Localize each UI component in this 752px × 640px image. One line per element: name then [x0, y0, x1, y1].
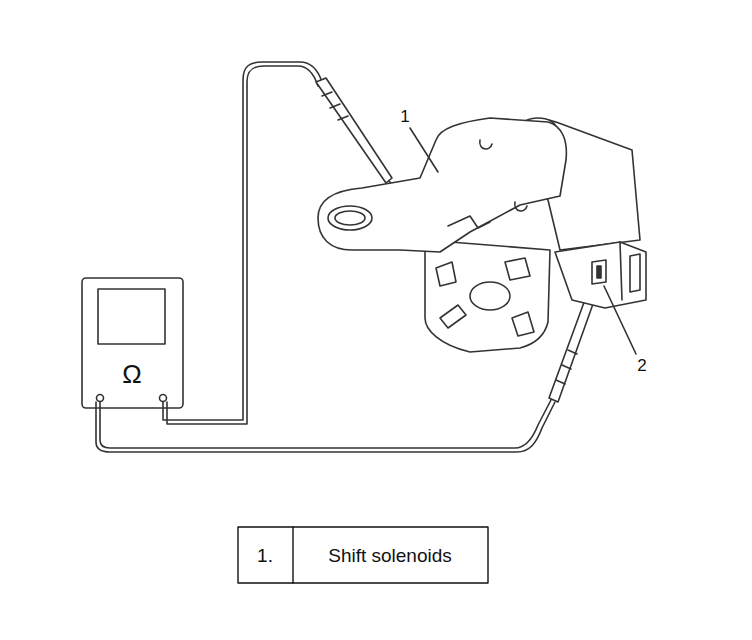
solenoid-body	[425, 240, 550, 352]
leader-line	[410, 128, 438, 172]
bracket-hole	[335, 211, 365, 225]
callout-number: 2	[637, 357, 646, 376]
mounting-bracket	[318, 118, 566, 252]
solenoid-slot	[512, 312, 534, 336]
ohm-symbol: Ω	[122, 360, 141, 389]
bracket-clip	[480, 140, 492, 149]
ohmmeter-body	[82, 278, 183, 408]
bracket-tab	[448, 216, 490, 228]
test-lead	[167, 66, 318, 424]
caption-table	[238, 527, 488, 583]
solenoid-port	[470, 282, 510, 310]
connector-terminal	[592, 260, 606, 284]
bracket-clip	[515, 202, 527, 211]
leader-line	[604, 286, 636, 354]
bracket-hole	[328, 206, 372, 230]
solenoid-slot	[436, 262, 456, 286]
solenoid-slot	[505, 258, 530, 280]
probe-grip	[322, 92, 348, 120]
ohmmeter-display	[98, 289, 165, 344]
test-probe	[316, 78, 392, 183]
terminal-pin	[597, 266, 601, 278]
table-cell: Shift solenoids	[328, 546, 452, 567]
solenoid-slot	[440, 305, 466, 328]
test-lead	[163, 62, 322, 420]
test-lead	[96, 402, 555, 452]
table-divider	[292, 527, 293, 583]
table-cell: 1.	[257, 546, 273, 567]
meter-terminal	[160, 395, 167, 402]
callout-number: 1	[400, 108, 409, 127]
electrical-connector	[555, 242, 646, 308]
test-lead	[100, 398, 552, 448]
meter-terminal	[97, 395, 104, 402]
connector-latch	[620, 242, 640, 300]
probe-grip	[556, 350, 577, 384]
